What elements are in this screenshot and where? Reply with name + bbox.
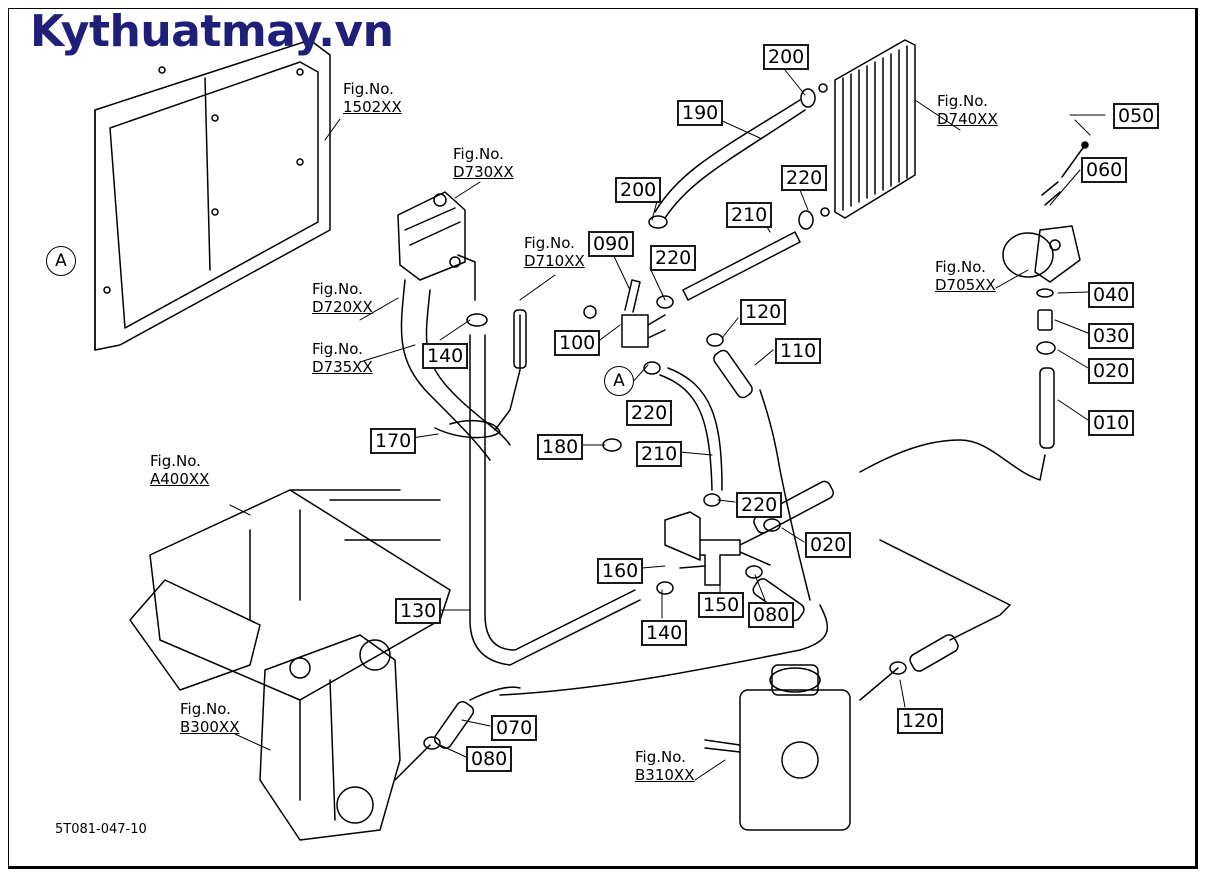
drawing-code: 5T081-047-10 (55, 822, 147, 837)
figure-ref-d735: Fig.No. D735XX (312, 340, 373, 376)
part-label-120-lower: 120 (897, 708, 944, 734)
oil-cooler (818, 39, 916, 219)
part-label-200-top: 200 (763, 44, 810, 70)
part-label-060: 060 (1081, 157, 1128, 183)
radiator-frame (94, 39, 331, 351)
part-label-140-lower: 140 (641, 620, 688, 646)
part-label-160: 160 (597, 558, 644, 584)
part-label-210-upper: 210 (726, 202, 773, 228)
part-label-200-mid: 200 (615, 177, 662, 203)
part-label-150: 150 (698, 592, 745, 618)
part-label-220-mid: 220 (626, 400, 673, 426)
figure-ref-a400: Fig.No. A400XX (150, 452, 210, 488)
control-valve (397, 191, 466, 281)
reference-mark-a-left: A (46, 246, 76, 276)
part-label-020-right: 020 (1088, 358, 1135, 384)
part-label-220-lower: 220 (736, 492, 783, 518)
part-label-070: 070 (491, 715, 538, 741)
figure-ref-d730: Fig.No. D730XX (453, 145, 514, 181)
part-label-180: 180 (537, 434, 584, 460)
part-label-120-upper: 120 (740, 299, 787, 325)
figure-ref-d740: Fig.No. D740XX (937, 92, 998, 128)
watermark-logo: Kythuatmay.vn (30, 6, 394, 57)
part-label-040: 040 (1088, 282, 1135, 308)
part-label-050: 050 (1113, 103, 1160, 129)
figure-ref-d705: Fig.No. D705XX (935, 258, 996, 294)
part-label-130: 130 (395, 598, 442, 624)
part-label-010: 010 (1088, 410, 1135, 436)
part-label-080-lower: 080 (466, 746, 513, 772)
transmission-case (259, 634, 401, 841)
part-label-220-cooler: 220 (781, 165, 828, 191)
figure-ref-b300: Fig.No. B300XX (180, 700, 240, 736)
part-label-210-lower: 210 (636, 441, 683, 467)
pump (1002, 141, 1089, 283)
figure-ref-1502: Fig.No. 1502XX (343, 80, 402, 116)
part-label-100: 100 (554, 330, 601, 356)
diagram-frame (8, 8, 1198, 869)
figure-ref-b310: Fig.No. B310XX (635, 748, 695, 784)
part-label-220-upper: 220 (650, 245, 697, 271)
gear-pump (704, 664, 851, 831)
part-label-030: 030 (1088, 323, 1135, 349)
figure-ref-d720: Fig.No. D720XX (312, 280, 373, 316)
part-label-190: 190 (677, 100, 724, 126)
reference-mark-a-center: A (604, 366, 634, 396)
figure-ref-d710: Fig.No. D710XX (524, 234, 585, 270)
part-label-140-upper: 140 (422, 343, 469, 369)
part-label-110: 110 (775, 338, 822, 364)
part-label-080-center: 080 (748, 602, 795, 628)
part-label-170: 170 (370, 428, 417, 454)
part-label-020-center: 020 (805, 532, 852, 558)
part-label-090: 090 (588, 231, 635, 257)
